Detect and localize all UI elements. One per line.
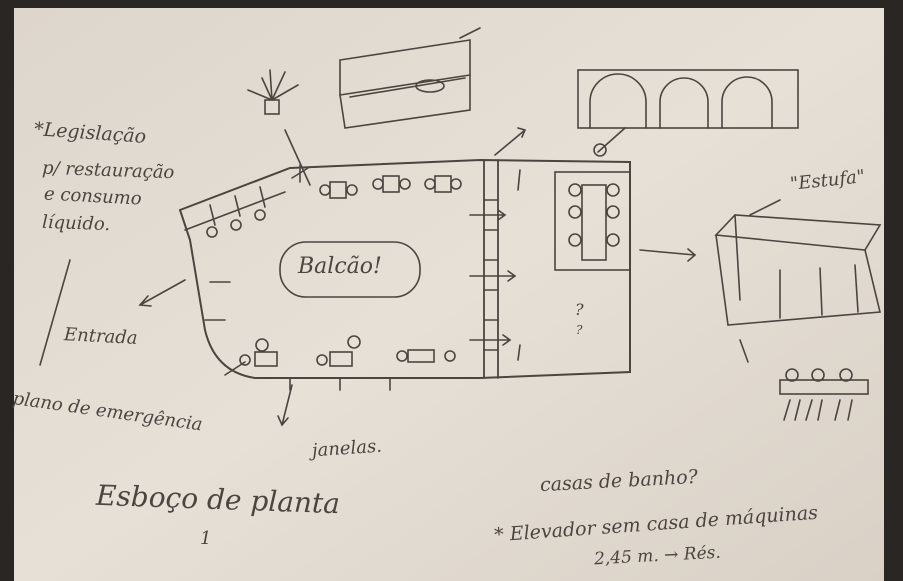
small-table-sketch [739, 339, 869, 421]
tables-room [568, 183, 620, 261]
windows-label: janelas. [311, 435, 383, 462]
sketch-title-number: 1 [200, 528, 212, 549]
arrow-to-greenhouse [639, 248, 697, 262]
legislation-note-line-3: e consumo [43, 183, 143, 210]
sketch-title: Esboço de planta [95, 478, 341, 521]
legislation-note-line-4: líquido. [41, 211, 111, 236]
counter-label: Balcão! [298, 254, 382, 279]
arrow-greenhouse-label [749, 199, 781, 216]
arrow-plant [284, 129, 311, 186]
tables-bottom [239, 335, 456, 367]
question-mark-1: ? [575, 300, 584, 319]
small-circle [593, 143, 607, 157]
greenhouse-sketch [714, 214, 882, 326]
arches-sketch [577, 69, 799, 129]
arrow-entrance [138, 279, 186, 307]
counter-outline [279, 241, 421, 298]
arrow-right-2 [469, 270, 517, 282]
arrow-up [494, 127, 527, 156]
arrow-right-1 [469, 209, 507, 221]
legislation-note-line-2: p/ restauração [41, 157, 175, 184]
arrow-emergency [39, 259, 71, 366]
tables-top [206, 175, 462, 238]
entrance-label: Entrada [63, 324, 139, 349]
booth-sketch [339, 27, 481, 129]
arrow-windows [277, 384, 293, 427]
star-mark [291, 164, 309, 183]
arrow-right-3 [469, 334, 512, 346]
question-mark-2: ? [576, 323, 583, 337]
plant-sketch [247, 69, 299, 115]
floor-plan-outline [178, 158, 631, 391]
